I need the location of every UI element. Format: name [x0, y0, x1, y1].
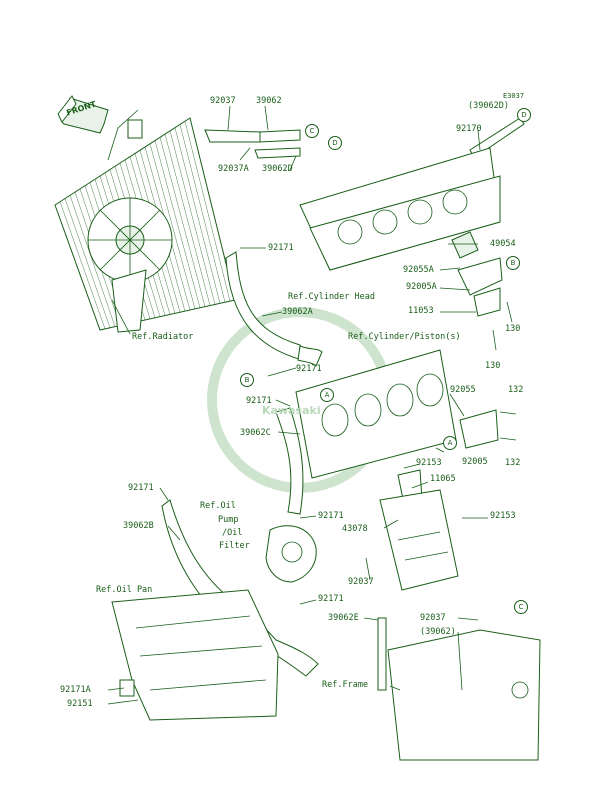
water-pump-drawing — [265, 525, 317, 583]
ref-cylinder-piston-label: Ref.Cylinder/Piston(s) — [348, 332, 461, 342]
part-label: 92171 — [128, 483, 154, 493]
connector-marker: A — [443, 436, 457, 450]
connector-marker: B — [506, 256, 520, 270]
part-label: 92171 — [246, 396, 272, 406]
part-label: 43078 — [342, 524, 368, 534]
diagram-code: E3037 — [503, 92, 525, 100]
leader-lines — [107, 105, 488, 705]
part-label: 11053 — [408, 306, 434, 316]
ref-oil-pump-label: Filter — [219, 541, 250, 551]
reservoir-tank-drawing — [379, 489, 459, 591]
cylinder-head-drawing — [299, 147, 501, 271]
part-label: 49054 — [490, 239, 516, 249]
part-label: 92151 — [67, 699, 93, 709]
part-label: 132 — [505, 458, 521, 468]
connector-marker: B — [240, 373, 254, 387]
part-label: 39062D — [262, 164, 293, 174]
connector-marker: C — [305, 124, 319, 138]
ref-radiator-label: Ref.Radiator — [132, 332, 194, 342]
part-label: 130 — [505, 324, 521, 334]
part-label: 39062A — [282, 307, 313, 317]
part-label: 39062E — [328, 613, 359, 623]
radiator-drawing — [54, 109, 236, 333]
connector-marker: C — [514, 600, 528, 614]
hose-drawings — [161, 117, 525, 691]
watermark-text: Kawasaki — [262, 404, 321, 417]
part-label: 92037 — [210, 96, 236, 106]
connector-marker: D — [517, 108, 531, 122]
part-label: 92005 — [462, 457, 488, 467]
ref-oil-pump-label: Pump — [218, 515, 239, 525]
part-label: 92037A — [218, 164, 249, 174]
part-label: 39062 — [256, 96, 282, 106]
cylinder-block-drawing — [295, 349, 457, 479]
part-label: 39062B — [123, 521, 154, 531]
part-label: 92170 — [456, 124, 482, 134]
part-label: 92153 — [416, 458, 442, 468]
front-arrow-icon — [57, 95, 109, 134]
part-label: 92055A — [403, 265, 434, 275]
part-label: (39062) — [420, 627, 456, 637]
part-label: 11065 — [430, 474, 456, 484]
part-label: 92037 — [420, 613, 446, 623]
part-label: 92171A — [60, 685, 91, 695]
part-label: 92171 — [268, 243, 294, 253]
part-label: 92171 — [318, 594, 344, 604]
connector-marker: D — [328, 136, 342, 150]
ref-oil-pump-label: /Oil — [222, 528, 243, 538]
part-label: 92005A — [406, 282, 437, 292]
ref-cylinder-head-label: Ref.Cylinder Head — [288, 292, 375, 302]
part-label: 92171 — [318, 511, 344, 521]
part-label: 92153 — [490, 511, 516, 521]
part-label: 92055 — [450, 385, 476, 395]
part-label: 92171 — [296, 364, 322, 374]
ref-frame-label: Ref.Frame — [322, 680, 369, 690]
ref-oil-pan-label: Ref.Oil Pan — [96, 585, 153, 595]
connector-marker: A — [320, 388, 334, 402]
part-label: 39062C — [240, 428, 271, 438]
part-label: 92037 — [348, 577, 374, 587]
part-label: 130 — [485, 361, 501, 371]
oil-pan-drawing — [111, 589, 279, 721]
frame-drawing — [387, 629, 541, 761]
part-label: (39062D) — [468, 101, 509, 111]
ref-oil-pump-label: Ref.Oil — [200, 501, 236, 511]
part-label: 132 — [508, 385, 524, 395]
